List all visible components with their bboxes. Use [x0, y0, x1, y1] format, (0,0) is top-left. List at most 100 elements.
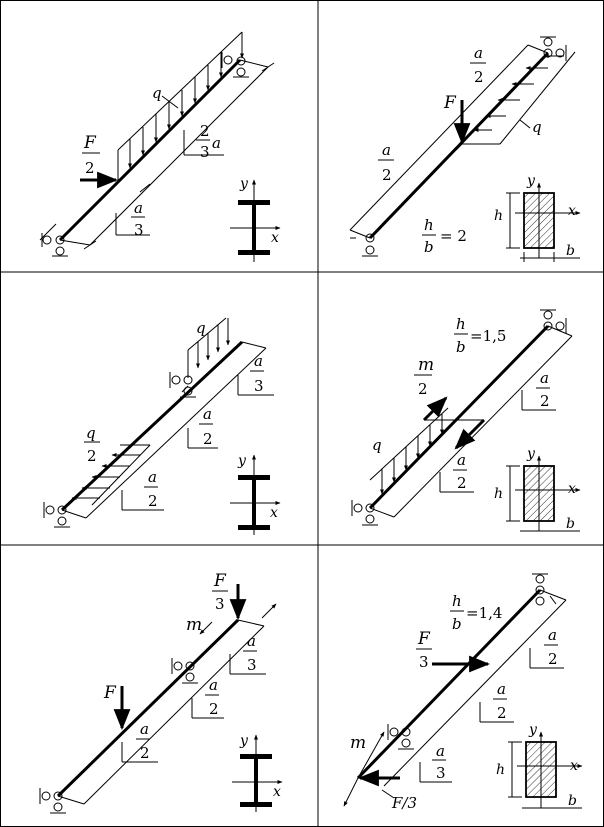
panel-4: m 2 q h b =1,5 a 2 a 2	[351, 309, 581, 532]
dim-h: h	[494, 486, 503, 502]
rect-section: y x h b	[494, 173, 581, 262]
label-m: m	[350, 733, 366, 753]
label-F3-inline: F/3	[391, 794, 417, 812]
distributed-load-q	[462, 51, 576, 145]
pin-support-top	[532, 573, 557, 606]
beam	[356, 588, 542, 780]
dim-a2: a	[209, 676, 218, 694]
label-q: q	[152, 84, 162, 102]
beam	[60, 340, 244, 512]
panel-3: q q 2 a 3 a 2 a 2	[43, 317, 281, 535]
moment-m	[422, 396, 486, 450]
panel-6: F 3 F/3 m h b =1,4 a 2 a 2 a 3	[343, 573, 583, 812]
panel-2: q F a 2 a 2 h b = 2	[349, 36, 581, 262]
distributed-load-top	[187, 317, 230, 378]
panel-1: q F 2 2 3 a a 3	[39, 31, 281, 262]
dim-a3: a	[140, 720, 149, 738]
dim-a2: a	[457, 451, 466, 469]
dim-b: b	[568, 793, 577, 809]
pin-support-mid	[171, 658, 198, 684]
axis-x: x	[568, 203, 576, 219]
axis-y: y	[526, 446, 536, 462]
label-m: m	[418, 355, 434, 375]
pin-support-bottom	[39, 788, 66, 814]
label-3: 3	[215, 595, 225, 613]
dim-2b: 2	[382, 166, 392, 184]
ratio-h: h	[424, 216, 434, 234]
dim-2: 2	[474, 68, 484, 86]
axis-x: x	[270, 505, 278, 521]
axis-x: x	[570, 758, 578, 774]
dim-2b: 2	[497, 704, 507, 722]
label-F: F	[213, 571, 227, 591]
axis-x: x	[568, 481, 576, 497]
label-F2: F	[103, 683, 117, 703]
dim-a3: a	[148, 468, 157, 486]
label-3: 3	[419, 653, 429, 671]
distributed-load-bottom	[71, 444, 151, 506]
dim-b: b	[566, 243, 575, 259]
axis-y: y	[237, 453, 247, 469]
distributed-load-q	[369, 407, 449, 495]
ratio-b: b	[424, 238, 434, 256]
beam	[58, 58, 242, 242]
dim-a2: a	[134, 199, 143, 217]
label-2: 2	[87, 447, 97, 465]
dim-a: a	[548, 626, 557, 644]
pin-support-bottom	[350, 233, 378, 257]
dim-2: 2	[548, 650, 558, 668]
dim-3: 3	[254, 377, 264, 395]
pin-support-left	[41, 233, 68, 257]
dim-a: a	[247, 632, 256, 650]
label-m-2: 2	[418, 380, 428, 398]
axis-y: y	[526, 173, 536, 189]
dim-2b: 2	[148, 492, 158, 510]
pin-support-mid	[169, 372, 196, 398]
ratio-h: h	[452, 592, 462, 610]
label-2: 2	[85, 159, 95, 177]
ratio-b: b	[456, 338, 466, 356]
beam	[368, 324, 550, 510]
dim-3: 3	[200, 143, 210, 161]
dim-2b: 2	[457, 474, 467, 492]
ratio-value: =1,4	[466, 604, 502, 622]
dim-3: 3	[247, 656, 257, 674]
dim-a3: a	[436, 742, 445, 760]
ratio-b: b	[452, 615, 462, 633]
i-beam-section: y x	[230, 453, 281, 535]
dim-h: h	[494, 208, 503, 224]
label-q2: q	[86, 424, 96, 442]
label-q: q	[372, 436, 382, 454]
panel-5: F 3 m F a 3 a 2 a 2	[39, 571, 283, 814]
pin-support-left	[43, 502, 70, 528]
dim-a: a	[474, 44, 483, 62]
axis-x: x	[271, 230, 279, 246]
axis-x: x	[273, 784, 281, 800]
ratio-h: h	[456, 315, 466, 333]
label-F: F	[417, 629, 431, 649]
dim-a: a	[540, 369, 549, 387]
dim-a: a	[254, 352, 263, 370]
pin-support-mid	[387, 724, 414, 750]
label-F: F	[83, 133, 97, 153]
dim-a2: a	[497, 680, 506, 698]
beam	[368, 51, 550, 240]
roller-support-right	[221, 52, 249, 78]
dim-a2: a	[382, 141, 391, 159]
pin-support-top	[540, 36, 567, 61]
axis-y: y	[239, 733, 249, 749]
pin-support-bottom	[351, 500, 378, 526]
dim-2: 2	[203, 430, 213, 448]
dim-2: 2	[540, 392, 550, 410]
label-q: q	[532, 118, 542, 136]
label-q: q	[196, 319, 206, 337]
label-F: F	[443, 93, 457, 113]
dim-h: h	[496, 762, 505, 778]
i-beam-section: y x	[232, 733, 283, 812]
dim-a2: a	[203, 405, 212, 423]
dim-2: 2	[209, 700, 219, 718]
dim-a: a	[212, 134, 221, 152]
dim-2b: 2	[140, 744, 150, 762]
